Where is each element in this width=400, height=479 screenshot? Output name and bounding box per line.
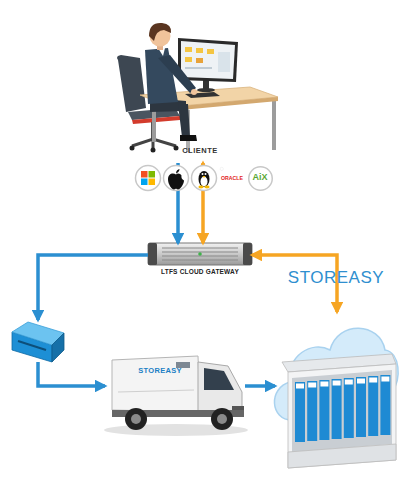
folder-icon xyxy=(185,47,192,52)
icon-circle xyxy=(192,166,217,191)
truck-panel-line xyxy=(118,390,194,392)
tape-cartridge xyxy=(307,381,317,441)
person-shin xyxy=(178,104,190,137)
window-panel xyxy=(218,52,230,72)
cloud-library xyxy=(274,328,398,468)
icon-circle xyxy=(136,166,161,191)
node-label: STOREASY xyxy=(125,366,195,375)
gateway-appliance: LTFS CLOUD GATEWAY xyxy=(148,243,252,265)
flow-arrow xyxy=(38,362,105,386)
badge-circle xyxy=(248,166,272,190)
windows-tile xyxy=(141,171,148,178)
folder-icon xyxy=(185,57,192,62)
person-hand xyxy=(191,89,197,95)
armored-truck: STOREASY xyxy=(105,345,245,440)
server-led xyxy=(198,252,202,256)
gateway-appliance xyxy=(148,243,252,265)
chair-wheel xyxy=(130,146,135,151)
tape-cartridge xyxy=(344,378,354,438)
window-line xyxy=(185,67,212,69)
server-grill xyxy=(162,248,238,260)
apple-icon xyxy=(164,166,189,191)
penguin-body xyxy=(199,171,210,187)
tape-drive xyxy=(12,322,64,362)
node-label: CLIENTE xyxy=(110,146,290,155)
folder-icon xyxy=(196,58,203,63)
server-handle xyxy=(148,243,157,265)
tape-cartridge xyxy=(380,375,390,435)
windows-tile xyxy=(141,179,148,186)
person-torso xyxy=(145,48,178,104)
monitor-base xyxy=(197,88,215,92)
truck-window xyxy=(204,368,234,390)
node-label: ORACLE xyxy=(218,175,247,181)
chair-back xyxy=(117,55,146,112)
keyboard xyxy=(185,92,220,98)
truck-hub xyxy=(131,414,141,424)
os-badge: AiX xyxy=(248,166,273,191)
penguin-eye xyxy=(202,173,204,175)
client-workstation: CLIENTE xyxy=(110,0,290,163)
desk-leg xyxy=(272,100,276,150)
truck-wheel xyxy=(125,408,147,430)
windows-tile xyxy=(149,179,156,186)
flow-arrow xyxy=(38,255,148,320)
windows-tile xyxy=(149,171,156,178)
penguin-beak xyxy=(203,176,206,178)
tape-drive-side xyxy=(52,333,64,362)
chair-wheel xyxy=(174,146,179,151)
person-shoe xyxy=(180,135,197,141)
server-chassis xyxy=(148,243,252,265)
monitor-frame xyxy=(178,38,238,82)
monitor-stand xyxy=(203,80,209,89)
folder-icon xyxy=(196,48,203,53)
tape-cartridge xyxy=(332,379,342,439)
folder-icon xyxy=(207,49,214,54)
os-badge: ORACLE xyxy=(220,166,245,191)
apple-leaf xyxy=(176,169,180,174)
tape-cartridge xyxy=(295,382,305,442)
penguin-foot xyxy=(204,186,209,189)
node-label: STOREASY xyxy=(275,268,397,288)
tape-slot xyxy=(18,341,46,350)
tape-cartridge xyxy=(356,377,366,437)
person xyxy=(145,23,197,141)
penguin-belly xyxy=(201,177,208,187)
penguin-foot xyxy=(198,186,203,189)
windows-icon xyxy=(136,166,161,191)
flow-arrow xyxy=(245,384,275,388)
monitor-screen xyxy=(181,41,235,79)
truck-hub xyxy=(217,414,227,424)
penguin-eye xyxy=(205,173,207,175)
person-arm xyxy=(158,55,196,93)
tape-cartridge xyxy=(368,376,378,436)
icon-circle xyxy=(164,166,189,191)
linux-icon xyxy=(192,166,217,191)
badge-circle xyxy=(220,167,223,170)
person-hair xyxy=(149,23,171,41)
tape-drive xyxy=(12,320,64,362)
library-base xyxy=(288,444,396,468)
node-label: AiX xyxy=(248,172,273,183)
server-handle xyxy=(243,243,252,265)
library-bay xyxy=(292,370,392,452)
cloud-storage: STOREASY xyxy=(275,312,397,474)
truck-wheel xyxy=(211,408,233,430)
truck-cargo xyxy=(112,356,200,412)
armored-truck xyxy=(104,356,248,436)
tape-cartridge xyxy=(319,380,329,440)
apple-logo xyxy=(168,173,184,189)
cartridge-label xyxy=(296,379,389,386)
node-label: LTFS CLOUD GATEWAY xyxy=(136,268,264,276)
chair-wheel xyxy=(151,148,156,153)
library-front xyxy=(288,364,396,468)
